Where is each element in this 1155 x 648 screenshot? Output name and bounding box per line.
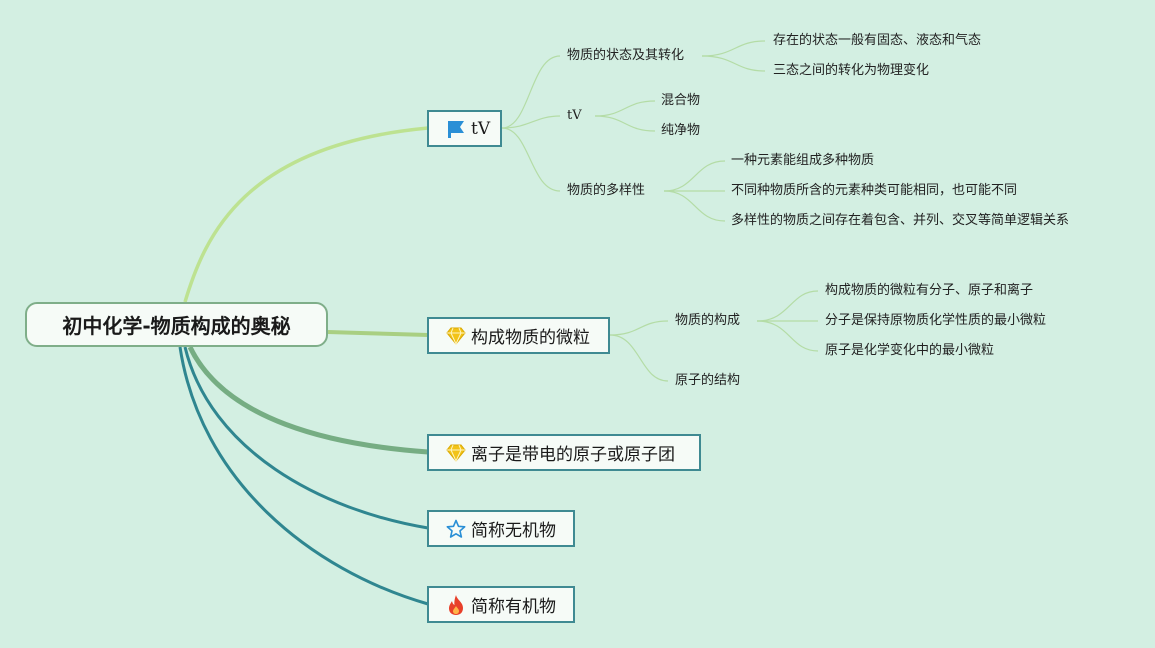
connector-composition-item-2: [756, 320, 819, 352]
leaf-states-1[interactable]: 三态之间的转化为物理变化: [773, 63, 930, 78]
flag-icon: [445, 118, 467, 140]
topic-particles[interactable]: 构成物质的微粒: [427, 317, 610, 354]
subtopic-states[interactable]: 物质的状态及其转化: [567, 48, 685, 63]
connector-root-to-inorganic: [183, 346, 429, 530]
topic-organic[interactable]: 简称有机物: [427, 586, 575, 623]
topic-tv-label: tV: [471, 118, 491, 139]
star-icon: [445, 518, 467, 540]
leaf-diversity-2[interactable]: 多样性的物质之间存在着包含、并列、交叉等简单逻辑关系: [731, 213, 1070, 228]
connector-states-item-0: [701, 40, 766, 57]
connector-diversity-item-2: [663, 190, 726, 222]
connector-tv-states: [501, 55, 561, 129]
connector-tvsub-item-1: [594, 115, 656, 132]
leaf-states-0[interactable]: 存在的状态一般有固态、液态和气态: [773, 33, 982, 48]
connector-particles-atom: [609, 334, 669, 382]
leaf-diversity-0[interactable]: 一种元素能组成多种物质: [731, 153, 875, 168]
diamond-icon: [445, 442, 467, 464]
connector-root-to-ions: [187, 345, 429, 455]
diamond-icon: [445, 325, 467, 347]
leaf-composition-2[interactable]: 原子是化学变化中的最小微粒: [825, 343, 995, 358]
root-topic[interactable]: 初中化学-物质构成的奥秘: [25, 302, 328, 347]
leaf-tvsub-1[interactable]: 纯净物: [661, 123, 701, 138]
connector-states-item-1: [701, 55, 766, 72]
subtopic-tv[interactable]: tV: [567, 108, 582, 123]
topic-particles-label: 构成物质的微粒: [471, 328, 590, 348]
subtopic-atom-structure[interactable]: 原子的结构: [675, 373, 741, 388]
fire-icon: [445, 594, 467, 616]
subtopic-diversity[interactable]: 物质的多样性: [567, 183, 646, 198]
connector-tv-sub: [501, 115, 561, 129]
root-title: 初中化学-物质构成的奥秘: [62, 314, 291, 338]
connector-diversity-item-0: [663, 160, 726, 192]
connector-tv-diversity: [501, 127, 561, 192]
connector-tvsub-item-0: [594, 100, 656, 117]
topic-inorganic-label: 简称无机物: [471, 521, 556, 541]
topic-ions[interactable]: 离子是带电的原子或原子团: [427, 434, 701, 471]
topic-organic-label: 简称有机物: [471, 597, 556, 617]
leaf-composition-0[interactable]: 构成物质的微粒有分子、原子和离子: [825, 283, 1034, 298]
subtopic-composition[interactable]: 物质的构成: [675, 313, 741, 328]
connector-root-to-tv: [183, 126, 429, 303]
topic-tv[interactable]: tV: [427, 110, 502, 147]
leaf-tvsub-0[interactable]: 混合物: [661, 93, 701, 108]
topic-ions-label: 离子是带电的原子或原子团: [471, 445, 675, 465]
leaf-composition-1[interactable]: 分子是保持原物质化学性质的最小微粒: [825, 313, 1047, 328]
leaf-diversity-1[interactable]: 不同种物质所含的元素种类可能相同，也可能不同: [731, 183, 1018, 198]
connector-composition-item-0: [756, 290, 819, 322]
connector-root-to-particles: [327, 330, 429, 337]
topic-inorganic[interactable]: 简称无机物: [427, 510, 575, 547]
connector-particles-composition: [609, 320, 669, 336]
connector-root-to-organic: [178, 346, 429, 606]
